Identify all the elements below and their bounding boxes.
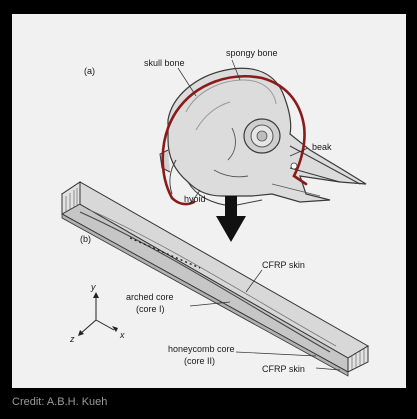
axis-x-label: x [119, 330, 125, 340]
label-skull-bone: skull bone [144, 58, 185, 68]
coordinate-axes [78, 292, 118, 336]
label-arched-core: arched core [126, 292, 174, 302]
woodpecker-skull-illustration [160, 60, 366, 206]
down-arrow-icon [216, 196, 246, 242]
axis-y-label: y [90, 282, 96, 292]
label-spongy-bone: spongy bone [226, 48, 278, 58]
panel-a-tag: (a) [84, 66, 95, 76]
label-beak: beak [312, 142, 332, 152]
label-honeycomb-core: honeycomb core [168, 344, 235, 354]
label-cfrp-skin-bottom: CFRP skin [262, 364, 305, 374]
label-honeycomb-core-sub: (core II) [184, 356, 215, 366]
panel-b-tag: (b) [80, 234, 91, 244]
axis-z-label: z [69, 334, 75, 344]
label-hyoid: hyoid [184, 194, 206, 204]
label-cfrp-skin-top: CFRP skin [262, 260, 305, 270]
label-arched-core-sub: (core I) [136, 304, 165, 314]
image-credit: Credit: A.B.H. Kueh [12, 396, 107, 408]
